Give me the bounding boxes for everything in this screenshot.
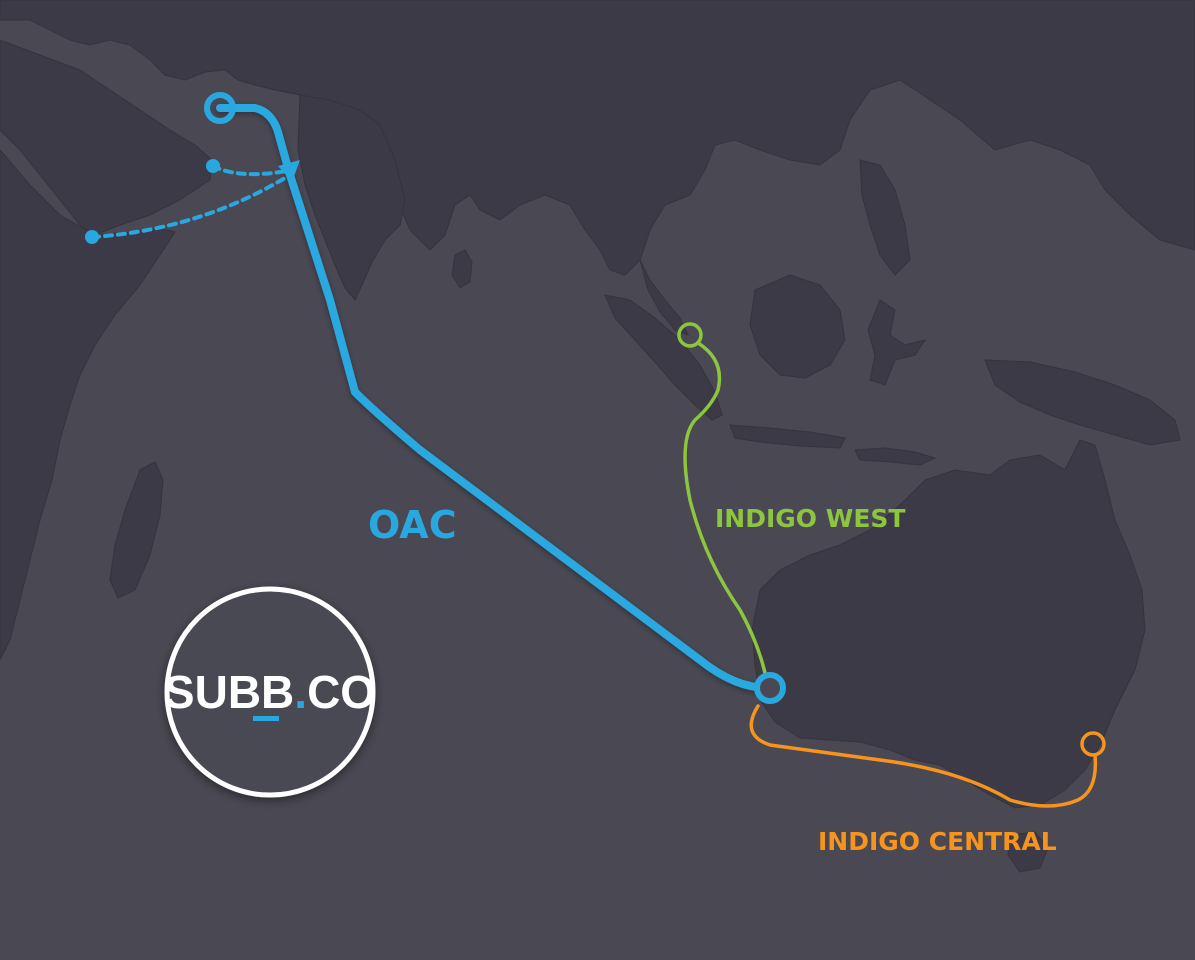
- land-new-guinea: [984, 359, 1181, 446]
- land-arabia: [0, 39, 213, 236]
- subco-logo: [164, 586, 376, 798]
- land-java: [729, 424, 846, 449]
- branch-endpoint-dot-icon: [206, 159, 220, 173]
- logo-wordmark: SUBB.CO: [164, 666, 376, 718]
- land-india: [297, 94, 406, 301]
- land-sulawesi: [867, 299, 927, 386]
- land-australia: [751, 439, 1146, 809]
- logo-underline-accent: [253, 716, 279, 721]
- route-label-indigo-west: INDIGO WEST: [715, 504, 905, 533]
- land-philippines: [859, 159, 911, 276]
- land-madagascar: [109, 461, 164, 599]
- landing-station-ring-icon: [204, 92, 236, 124]
- route-oac-line: [216, 104, 772, 692]
- landing-station-ring-icon: [677, 322, 703, 348]
- land-sri-lanka: [451, 249, 473, 289]
- land-timor: [854, 447, 937, 466]
- route-oac-branch-lower: [90, 173, 292, 239]
- branch-endpoint-dot-icon: [85, 230, 99, 244]
- land-asia: [0, 0, 1195, 276]
- land-borneo: [749, 274, 846, 379]
- route-label-oac: OAC: [368, 503, 457, 547]
- route-label-indigo-central: INDIGO CENTRAL: [818, 827, 1057, 856]
- land-tasmania: [1007, 831, 1049, 873]
- logo-ring: [164, 586, 376, 798]
- landmasses: [0, 0, 1195, 873]
- land-sumatra: [604, 294, 723, 421]
- route-indigo-central-line: [749, 704, 1098, 808]
- landing-station-ring-icon: [754, 672, 786, 704]
- direction-arrow-icon: [278, 160, 300, 182]
- route-indigo-west-line: [683, 341, 770, 690]
- land-malay: [639, 259, 689, 336]
- landing-station-ring-icon: [1080, 731, 1106, 757]
